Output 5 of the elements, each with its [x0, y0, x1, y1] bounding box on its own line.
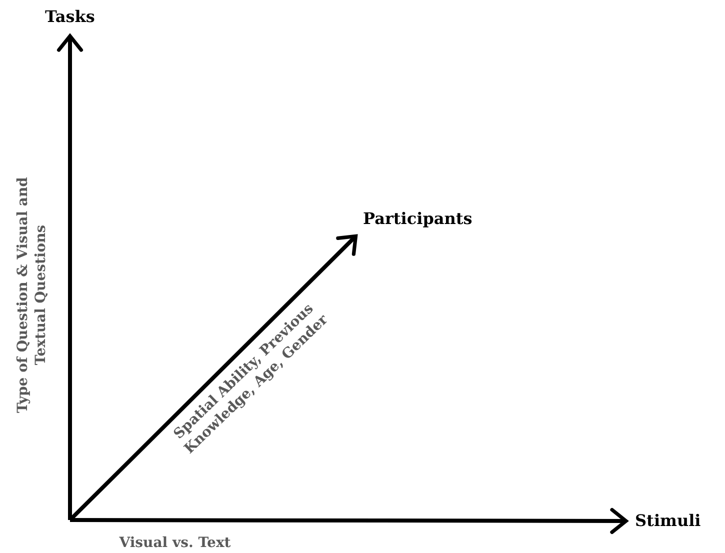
axis-arrow	[56, 34, 84, 520]
axis-title: Participants	[360, 206, 476, 232]
axis-arrow	[70, 508, 628, 534]
axis-title: Stimuli	[632, 508, 704, 534]
axis-title: Tasks	[42, 4, 98, 30]
